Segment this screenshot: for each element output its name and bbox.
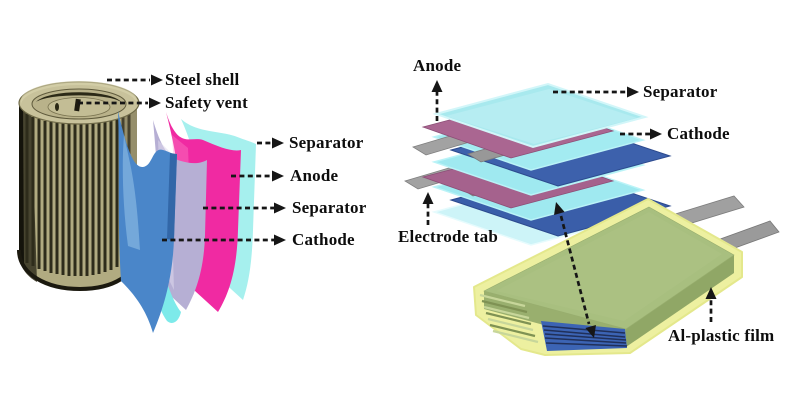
label-anode-right: Anode	[413, 56, 462, 75]
pouch-top-face	[483, 206, 735, 330]
cathode-sheet	[118, 111, 177, 333]
pouch-cell-sealed	[473, 195, 780, 356]
label-separator-right: Separator	[643, 82, 718, 101]
label-electrode-tab: Electrode tab	[398, 227, 499, 246]
label-separator-outer: Separator	[289, 133, 364, 152]
label-al-plastic-film: Al-plastic film	[668, 326, 775, 345]
label-anode-left: Anode	[290, 166, 339, 185]
stack-to-pouch-arrow	[559, 215, 591, 325]
arrowheads	[149, 74, 717, 338]
label-separator-inner: Separator	[292, 198, 367, 217]
label-cathode-right: Cathode	[667, 124, 730, 143]
shell-left-edge	[19, 103, 24, 270]
cylindrical-cell	[17, 81, 256, 333]
separator-sheet-1-face	[446, 89, 637, 144]
pouch-right-face	[626, 255, 734, 347]
annotation-arrows	[78, 78, 713, 325]
label-safety-vent: Safety vent	[165, 93, 248, 112]
pouch-cell-stack	[404, 82, 672, 246]
unrolled-layers	[118, 111, 256, 333]
pouch-folded-layers	[479, 293, 539, 344]
pouch-layer-stack-edge	[541, 321, 628, 351]
label-steel-shell: Steel shell	[165, 70, 240, 89]
label-cathode-left: Cathode	[292, 230, 355, 249]
steel-shell-body	[19, 103, 137, 290]
vent-shadow-arc	[36, 92, 122, 103]
